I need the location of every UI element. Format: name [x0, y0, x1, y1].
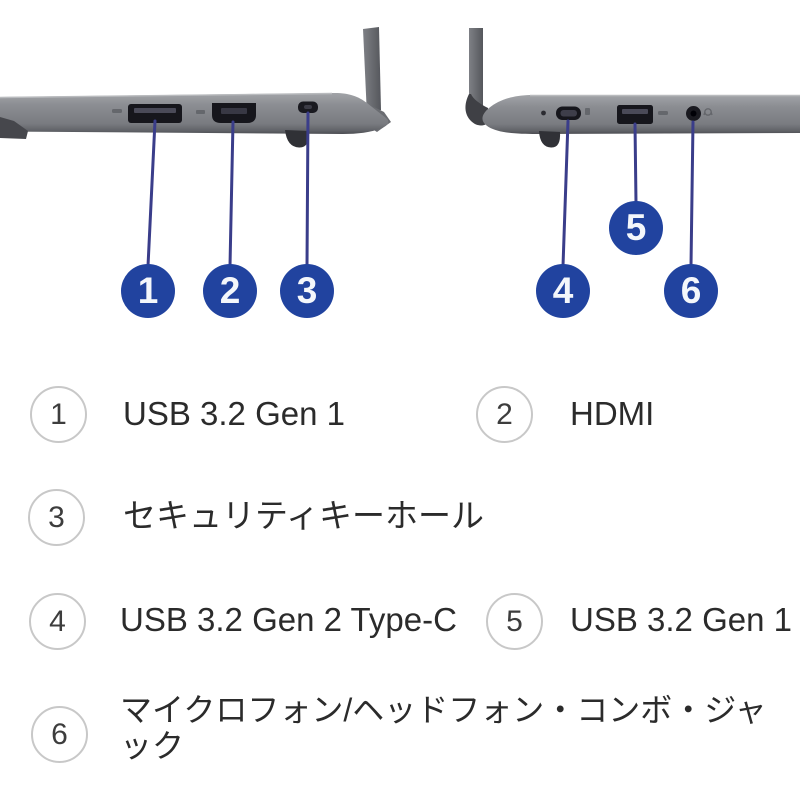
legend-number-3: 3: [28, 489, 85, 546]
legend-label-6: マイクロフォン/ヘッドフォン・コンボ・ジャック: [120, 692, 767, 764]
usb-a-port: [617, 105, 653, 124]
legend-label-1: USB 3.2 Gen 1: [123, 395, 345, 432]
reset-pinhole: [541, 110, 546, 116]
callout-6-headphone-jack: 6: [664, 264, 718, 318]
laptop-body: [0, 92, 389, 134]
legend-number-1: 1: [30, 386, 87, 443]
leader-line-2: [228, 120, 235, 268]
legend-number-5: 5: [486, 593, 543, 650]
hdmi-inner: [221, 108, 247, 114]
usb-c-inner: [560, 110, 577, 117]
usb-ss-icon: [658, 111, 668, 115]
leader-line-3: [305, 111, 310, 268]
leader-line-4: [561, 119, 570, 268]
headphone-icon: [703, 108, 713, 116]
callout-3-security-keyhole: 3: [280, 264, 334, 318]
legend-label-3: セキュリティキーホール: [123, 497, 485, 534]
hinge: [465, 94, 488, 126]
legend-label-4: USB 3.2 Gen 2 Type-C: [120, 601, 457, 638]
rubber-foot: [539, 131, 561, 148]
legend-label-2: HDMI: [570, 395, 655, 432]
usb-a-tongue: [134, 108, 176, 113]
callout-1-usb-a: 1: [121, 264, 175, 318]
usb-a-tongue: [622, 109, 648, 114]
laptop-side-views: [0, 27, 800, 268]
hdmi-icon: [196, 110, 205, 114]
legend-number-2: 2: [476, 386, 533, 443]
usb-ss-icon: [112, 109, 122, 113]
front-lip-shadow: [0, 117, 28, 139]
screen-edge: [469, 28, 483, 106]
rubber-foot: [285, 130, 310, 148]
callout-5-usb-a: 5: [609, 201, 663, 255]
leader-line-5: [633, 122, 638, 205]
headphone-jack-hole: [690, 110, 697, 117]
leader-line-1: [146, 119, 157, 268]
laptop-right-side-view: [465, 28, 800, 268]
usb-c-icon: [585, 108, 590, 115]
keyhole-slot: [304, 105, 312, 109]
body-top-highlight: [0, 92, 333, 99]
legend-number-4: 4: [29, 593, 86, 650]
screen-edge: [363, 27, 381, 116]
callout-2-hdmi: 2: [203, 264, 257, 318]
laptop-left-side-view: [0, 27, 391, 268]
legend-number-6: 6: [31, 706, 88, 763]
legend-label-5: USB 3.2 Gen 1: [570, 601, 792, 638]
callout-4-usb-c: 4: [536, 264, 590, 318]
leader-line-6: [689, 120, 695, 268]
